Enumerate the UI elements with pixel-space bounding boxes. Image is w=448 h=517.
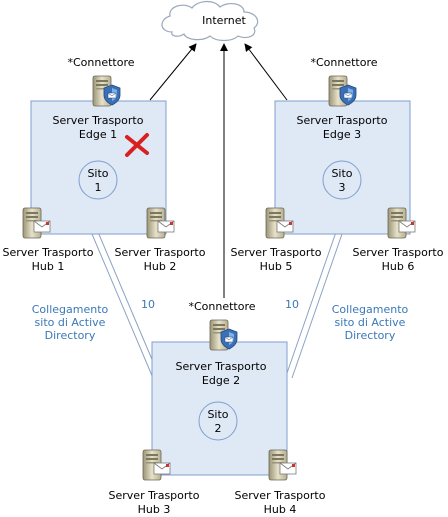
edge3-server-icon — [328, 75, 357, 107]
envelope-icon — [153, 462, 171, 475]
ad-site-link-right — [285, 231, 343, 379]
hub6-server-icon — [387, 207, 416, 239]
hub2-label-line2: Hub 2 — [144, 260, 177, 273]
site-2-circle: Sito 2 — [198, 401, 238, 441]
hub4-server-icon — [268, 449, 297, 481]
hub2-server-icon — [146, 207, 175, 239]
internet-cloud: Internet — [161, 0, 259, 42]
ad-link-left-line3: Directory — [45, 329, 96, 342]
connector-label-edge1: *Connettore — [67, 56, 134, 69]
arrow-edge3-internet — [244, 43, 288, 101]
hub5-label-line2: Hub 5 — [260, 260, 293, 273]
internet-label: Internet — [202, 14, 246, 27]
ad-link-right-line1: Collegamento — [332, 303, 409, 316]
edge2-server-icon — [209, 319, 238, 351]
hub6-label-line2: Hub 6 — [382, 260, 415, 273]
envelope-icon — [157, 220, 175, 233]
site-2-number: 2 — [215, 422, 222, 435]
hub3-label-line1: Server Trasporto — [109, 489, 200, 502]
edge2-label-line1: Server Trasporto — [176, 360, 267, 373]
ad-link-left-cost: 10 — [141, 298, 155, 311]
arrow-edge1-internet — [149, 43, 197, 101]
ad-link-right-line2: sito di Active — [335, 316, 406, 329]
hub3-label-line2: Hub 3 — [138, 503, 171, 516]
site-1-circle: Sito 1 — [78, 160, 118, 200]
edge1-label-line2: Edge 1 — [79, 128, 117, 141]
site-3-circle: Sito 3 — [322, 160, 362, 200]
hub1-label-line1: Server Trasporto — [3, 246, 94, 259]
failure-x-icon — [125, 133, 149, 157]
site-1-number: 1 — [95, 181, 102, 194]
hub5-label-line1: Server Trasporto — [231, 246, 322, 259]
edge3-label-line2: Edge 3 — [323, 128, 361, 141]
connector-label-edge3: *Connettore — [310, 56, 377, 69]
edge2-label-line2: Edge 2 — [202, 374, 240, 387]
hub6-label-line1: Server Trasporto — [353, 246, 444, 259]
envelope-icon — [398, 220, 416, 233]
ad-site-link-left — [91, 231, 160, 379]
edge1-server-icon — [92, 75, 121, 107]
envelope-icon — [279, 462, 297, 475]
site-3-number: 3 — [339, 181, 346, 194]
ad-link-right-cost: 10 — [285, 298, 299, 311]
envelope-icon — [33, 220, 51, 233]
edge3-label-line1: Server Trasporto — [297, 114, 388, 127]
ad-link-left-line1: Collegamento — [32, 303, 109, 316]
envelope-icon — [276, 220, 294, 233]
connector-label-edge2: *Connettore — [188, 300, 255, 313]
edge1-label-line1: Server Trasporto — [53, 114, 144, 127]
site-1-label: Sito — [87, 167, 108, 180]
hub4-label-line1: Server Trasporto — [235, 489, 326, 502]
hub2-label-line1: Server Trasporto — [115, 246, 206, 259]
hub4-label-line2: Hub 4 — [264, 503, 297, 516]
ad-link-left-line2: sito di Active — [35, 316, 106, 329]
ad-link-right-line3: Directory — [345, 329, 396, 342]
hub1-label-line2: Hub 1 — [32, 260, 65, 273]
site-2-label: Sito — [207, 408, 228, 421]
site-3-label: Sito — [331, 167, 352, 180]
